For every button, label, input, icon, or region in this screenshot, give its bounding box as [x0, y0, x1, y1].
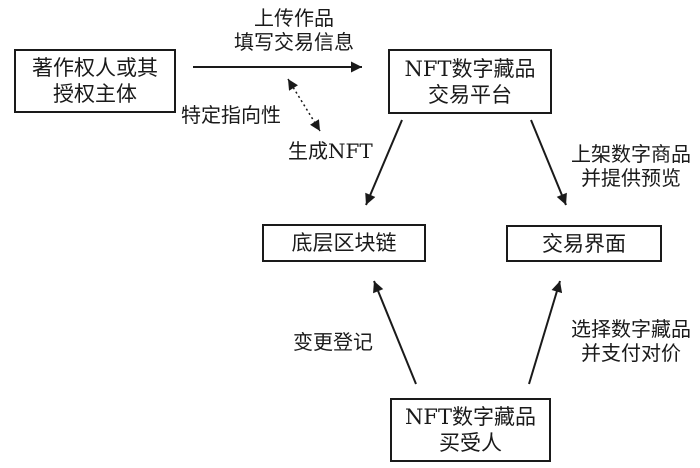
node-trading-interface: 交易界面	[506, 225, 662, 262]
edge-label-list-goods-line1: 上架数字商品	[571, 142, 691, 166]
node-trading-interface-label: 交易界面	[542, 231, 626, 256]
generate-nft-arrow	[365, 119, 403, 206]
edge-label-list-goods-line2: 并提供预览	[581, 166, 681, 190]
change-registration-arrow	[373, 280, 417, 385]
edge-label-upload: 上传作品 填写交易信息	[194, 6, 394, 54]
node-nft-platform: NFT数字藏品 交易平台	[388, 49, 552, 114]
edge-label-change-registration: 变更登记	[293, 330, 373, 354]
node-copyright-holder: 著作权人或其 授权主体	[14, 49, 176, 113]
node-nft-platform-line2: 交易平台	[428, 82, 512, 107]
node-buyer-line1: NFT数字藏品	[405, 405, 536, 429]
node-nft-platform-line1: NFT数字藏品	[404, 56, 536, 81]
edge-label-select-and-pay: 选择数字藏品 并支付对价	[556, 317, 700, 365]
edge-label-specificity: 特定指向性	[181, 103, 281, 127]
node-blockchain: 底层区块链	[262, 224, 426, 262]
select-pay-arrow	[528, 280, 563, 385]
node-copyright-holder-line1: 著作权人或其	[32, 56, 158, 80]
edge-label-generate-nft: 生成NFT	[288, 139, 373, 163]
edge-label-select-and-pay-line1: 选择数字藏品	[571, 317, 691, 341]
node-buyer-line2: 买受人	[439, 431, 502, 455]
edge-label-list-goods: 上架数字商品 并提供预览	[556, 142, 700, 190]
list-goods-arrow	[530, 119, 567, 206]
edge-label-select-and-pay-line2: 并支付对价	[581, 341, 681, 365]
node-copyright-holder-line2: 授权主体	[53, 82, 137, 106]
node-buyer: NFT数字藏品 买受人	[390, 398, 551, 462]
edge-label-upload-line2: 填写交易信息	[234, 30, 354, 54]
node-blockchain-label: 底层区块链	[291, 231, 397, 255]
edge-label-upload-line1: 上传作品	[254, 6, 334, 30]
specificity-dotted-arrow	[287, 78, 321, 132]
